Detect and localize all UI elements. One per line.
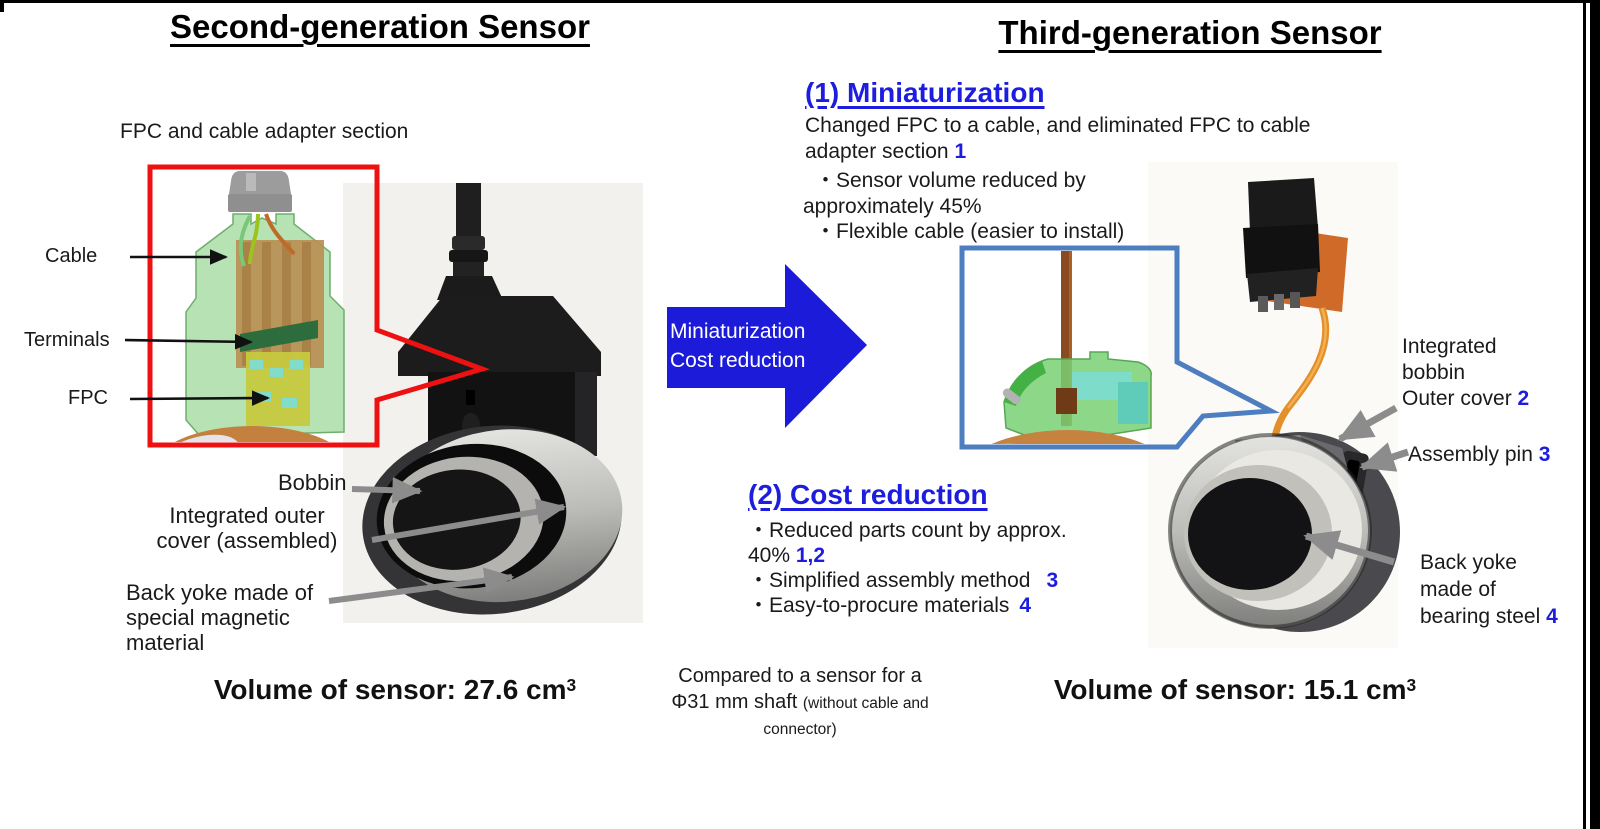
sec2-bullet3: ・Easy-to-procure materials 4 xyxy=(748,593,1031,619)
process-arrow-line2: Cost reduction xyxy=(670,349,806,372)
sec2-bullet2-text: ・Simplified assembly method xyxy=(748,569,1031,592)
comparison-note-paren1: (without cable and xyxy=(802,695,929,712)
second-gen-cable xyxy=(437,183,503,300)
sec2-bullet1b-text: 40% xyxy=(748,544,796,567)
back-yoke-left-line3: material xyxy=(126,630,205,655)
outer-cover-text: Outer cover xyxy=(1402,387,1518,410)
integrated-bobbin-label: Integrated bobbin Outer cover 2 xyxy=(1402,334,1529,412)
second-gen-photo xyxy=(343,183,643,623)
second-gen-cad xyxy=(153,171,345,442)
back-yoke-right-line2: made of xyxy=(1420,578,1496,601)
terminals-label: Terminals xyxy=(24,329,110,351)
sec2-bullet2: ・Simplified assembly method 3 xyxy=(748,568,1058,594)
volume-third-gen-exp: 3 xyxy=(1406,675,1417,696)
integrated-bobbin-line3: Outer cover 2 xyxy=(1402,386,1529,412)
sec1-line1: Changed FPC to a cable, and eliminated F… xyxy=(805,114,1311,137)
sec1-bullet1b: approximately 45% xyxy=(803,195,982,218)
volume-third-gen: Volume of sensor: 15.1 cm3 xyxy=(995,674,1475,706)
volume-second-gen: Volume of sensor: 27.6 cm3 xyxy=(130,674,660,706)
third-gen-cad xyxy=(965,251,1152,444)
sec2-bullet2-ref: 3 xyxy=(1046,569,1059,592)
sec1-bullet1a: ・Sensor volume reduced by xyxy=(815,169,1086,192)
sec2-bullet1b: 40% 1,2 xyxy=(748,543,825,569)
back-yoke-label-right: Back yoke made of bearing steel 4 xyxy=(1420,549,1558,630)
volume-third-gen-text: Volume of sensor: 15.1 cm xyxy=(1053,674,1407,705)
sec2-bullet3-text: ・Easy-to-procure materials xyxy=(748,594,1010,617)
volume-second-gen-exp: 3 xyxy=(566,675,577,696)
integrated-bobbin-line2: bobbin xyxy=(1402,361,1466,384)
sec2-bullet1a: ・Reduced parts count by approx. xyxy=(748,519,1067,542)
cad-label-arrows xyxy=(124,249,271,406)
outer-cover-line1: Integrated outer xyxy=(169,503,325,528)
bearing-steel-text: bearing steel xyxy=(1420,605,1547,628)
right-title: Third-generation Sensor xyxy=(998,14,1382,51)
outer-cover-label: Integrated outer cover (assembled) xyxy=(142,503,352,553)
blue-callout-box xyxy=(959,245,1280,450)
third-gen-connector xyxy=(1243,178,1348,312)
sec2-bullet1-ref: 1,2 xyxy=(795,544,826,567)
cable-label: Cable xyxy=(45,245,98,267)
slide-border-right-bar xyxy=(1590,0,1600,829)
cost-reduction-heading: (2) Cost reduction xyxy=(748,479,988,510)
left-title: Second-generation Sensor xyxy=(170,8,590,45)
left-photo-arrows xyxy=(328,476,567,604)
red-callout-box xyxy=(147,164,490,448)
slide-border-top xyxy=(0,0,1600,3)
assembly-pin-label: Assembly pin 3 xyxy=(1408,442,1550,468)
comparison-note-line3: connector) xyxy=(763,721,837,738)
sec1-line2: adapter section 1 xyxy=(805,139,966,165)
outer-cover-line2: cover (assembled) xyxy=(156,528,338,553)
sec1-bullet2: ・Flexible cable (easier to install) xyxy=(815,220,1125,243)
back-yoke-label-left: Back yoke made of special magnetic mater… xyxy=(126,580,313,655)
process-arrow-line1: Miniaturization xyxy=(670,320,806,343)
fpc-adapter-caption: FPC and cable adapter section xyxy=(120,120,409,143)
comparison-note-shaft: Φ31 mm shaft xyxy=(671,691,803,713)
sec1-line2-ref: 1 xyxy=(954,140,967,163)
back-yoke-right-line1: Back yoke xyxy=(1420,551,1517,574)
sec2-bullet3-ref: 4 xyxy=(1019,594,1032,617)
third-gen-ring xyxy=(1168,432,1400,632)
back-yoke-left-line1: Back yoke made of xyxy=(126,580,314,605)
process-arrow xyxy=(667,264,867,428)
comparison-note-line1: Compared to a sensor for a xyxy=(678,665,922,687)
fpc-label: FPC xyxy=(68,387,108,409)
assembly-pin-ref: 3 xyxy=(1538,443,1551,466)
volume-second-gen-text: Volume of sensor: 27.6 cm xyxy=(213,674,567,705)
process-arrow-text: Miniaturization Cost reduction xyxy=(670,317,805,375)
bobbin-label: Bobbin xyxy=(278,470,347,495)
integrated-bobbin-line1: Integrated xyxy=(1402,335,1497,358)
slide-border-tick xyxy=(0,0,4,12)
sec1-line2-text: adapter section xyxy=(805,140,955,163)
bearing-steel-ref: 4 xyxy=(1546,605,1558,628)
comparison-note: Compared to a sensor for a Φ31 mm shaft … xyxy=(645,663,955,743)
miniaturization-heading: (1) Miniaturization xyxy=(805,77,1045,108)
assembly-pin-text: Assembly pin xyxy=(1408,443,1539,466)
slide-border-right-line xyxy=(1583,0,1586,829)
back-yoke-right-line3: bearing steel 4 xyxy=(1420,603,1558,630)
third-gen-photo xyxy=(1148,162,1400,648)
right-photo-arrows xyxy=(1303,404,1410,566)
outer-cover-ref: 2 xyxy=(1517,387,1530,410)
back-yoke-left-line2: special magnetic xyxy=(126,605,290,630)
comparison-note-line2: Φ31 mm shaft (without cable and xyxy=(645,689,955,717)
